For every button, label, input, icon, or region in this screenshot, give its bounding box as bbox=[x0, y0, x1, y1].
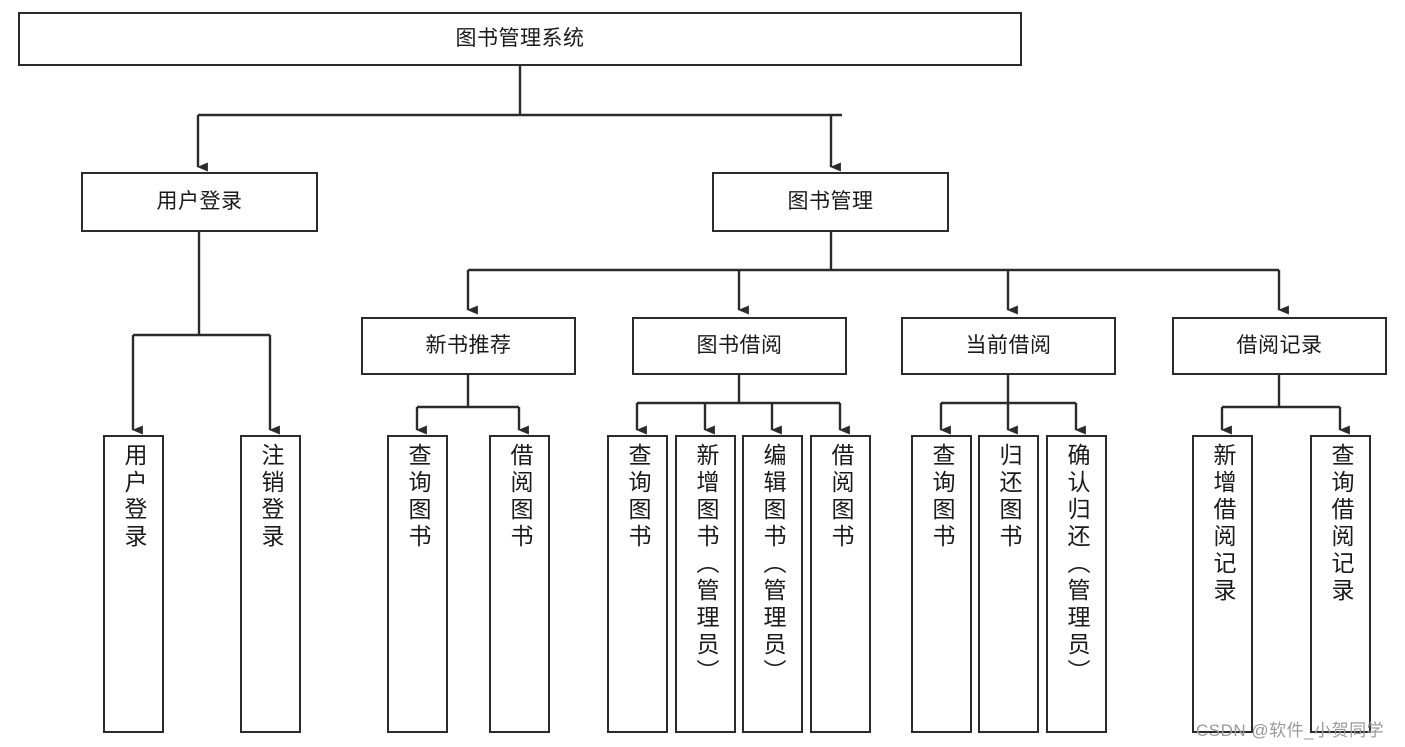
node-leaf-current-borrow-1[interactable]: 归还图书 bbox=[978, 435, 1039, 733]
node-leaf-book-borrow-0[interactable]: 查询图书 bbox=[607, 435, 668, 733]
node-leaf-book-borrow-1[interactable]: 新增图书（管理员） bbox=[675, 435, 736, 733]
node-book-borrow-label: 图书借阅 bbox=[696, 333, 783, 357]
node-leaf-book-borrow-3-label: 借阅图书 bbox=[828, 443, 854, 551]
node-leaf-current-borrow-2[interactable]: 确认归还（管理员） bbox=[1046, 435, 1107, 733]
node-leaf-user-login-1[interactable]: 注销登录 bbox=[240, 435, 301, 733]
node-leaf-book-borrow-2[interactable]: 编辑图书（管理员） bbox=[742, 435, 803, 733]
node-leaf-current-borrow-0[interactable]: 查询图书 bbox=[911, 435, 972, 733]
node-leaf-user-login-0[interactable]: 用户登录 bbox=[103, 435, 164, 733]
node-leaf-user-login-0-label: 用户登录 bbox=[121, 443, 147, 551]
node-user-login-label: 用户登录 bbox=[156, 189, 243, 213]
node-leaf-new-book-0-label: 查询图书 bbox=[405, 443, 431, 551]
node-leaf-current-borrow-1-label: 归还图书 bbox=[996, 443, 1022, 551]
node-new-book-label: 新书推荐 bbox=[425, 333, 512, 357]
node-leaf-borrow-record-1-label: 查询借阅记录 bbox=[1328, 443, 1354, 605]
node-borrow-record-label: 借阅记录 bbox=[1236, 333, 1323, 357]
node-leaf-borrow-record-0-label: 新增借阅记录 bbox=[1210, 443, 1236, 605]
csdn-watermark: CSDN @软件_小贺同学 bbox=[1196, 721, 1385, 740]
node-leaf-book-borrow-3[interactable]: 借阅图书 bbox=[810, 435, 871, 733]
node-leaf-book-borrow-0-label: 查询图书 bbox=[625, 443, 651, 551]
node-leaf-borrow-record-0[interactable]: 新增借阅记录 bbox=[1192, 435, 1253, 733]
node-leaf-new-book-0[interactable]: 查询图书 bbox=[387, 435, 448, 733]
node-leaf-current-borrow-2-label: 确认归还（管理员） bbox=[1064, 443, 1090, 686]
node-book-borrow[interactable]: 图书借阅 bbox=[632, 317, 847, 375]
node-current-borrow[interactable]: 当前借阅 bbox=[901, 317, 1116, 375]
node-book-manage-label: 图书管理 bbox=[787, 189, 874, 213]
node-current-borrow-label: 当前借阅 bbox=[965, 333, 1052, 357]
node-leaf-borrow-record-1[interactable]: 查询借阅记录 bbox=[1310, 435, 1371, 733]
node-book-manage[interactable]: 图书管理 bbox=[712, 172, 949, 232]
node-user-login[interactable]: 用户登录 bbox=[81, 172, 318, 232]
node-leaf-new-book-1-label: 借阅图书 bbox=[507, 443, 533, 551]
node-root[interactable]: 图书管理系统 bbox=[18, 12, 1022, 66]
node-leaf-user-login-1-label: 注销登录 bbox=[258, 443, 284, 551]
node-root-label: 图书管理系统 bbox=[455, 26, 585, 50]
node-borrow-record[interactable]: 借阅记录 bbox=[1172, 317, 1387, 375]
node-leaf-new-book-1[interactable]: 借阅图书 bbox=[489, 435, 550, 733]
node-leaf-current-borrow-0-label: 查询图书 bbox=[929, 443, 955, 551]
node-leaf-book-borrow-1-label: 新增图书（管理员） bbox=[693, 443, 719, 686]
node-new-book[interactable]: 新书推荐 bbox=[361, 317, 576, 375]
node-leaf-book-borrow-2-label: 编辑图书（管理员） bbox=[760, 443, 786, 686]
